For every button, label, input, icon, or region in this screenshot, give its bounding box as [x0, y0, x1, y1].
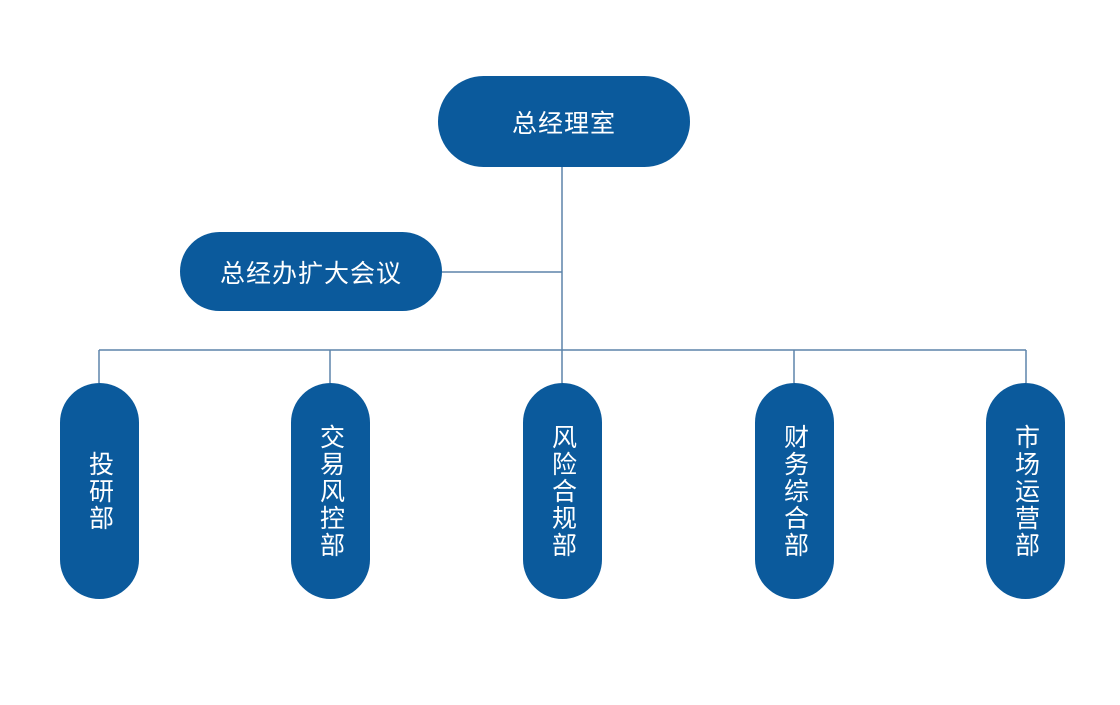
node-department-2: 交易风控部: [291, 383, 370, 599]
node-department-1: 投研部: [60, 383, 139, 599]
node-department-3: 风险合规部: [523, 383, 602, 599]
node-extended-meeting: 总经办扩大会议: [180, 232, 442, 311]
node-label: 投研部: [85, 450, 115, 532]
node-label: 交易风控部: [316, 423, 346, 559]
node-label: 总经理室: [511, 108, 616, 138]
node-department-4: 财务综合部: [755, 383, 834, 599]
node-label: 风险合规部: [548, 423, 578, 559]
node-label: 市场运营部: [1011, 423, 1041, 559]
node-label: 财务综合部: [780, 423, 810, 559]
node-general-manager-office: 总经理室: [438, 76, 690, 167]
node-department-5: 市场运营部: [986, 383, 1065, 599]
node-label: 总经办扩大会议: [219, 258, 402, 288]
